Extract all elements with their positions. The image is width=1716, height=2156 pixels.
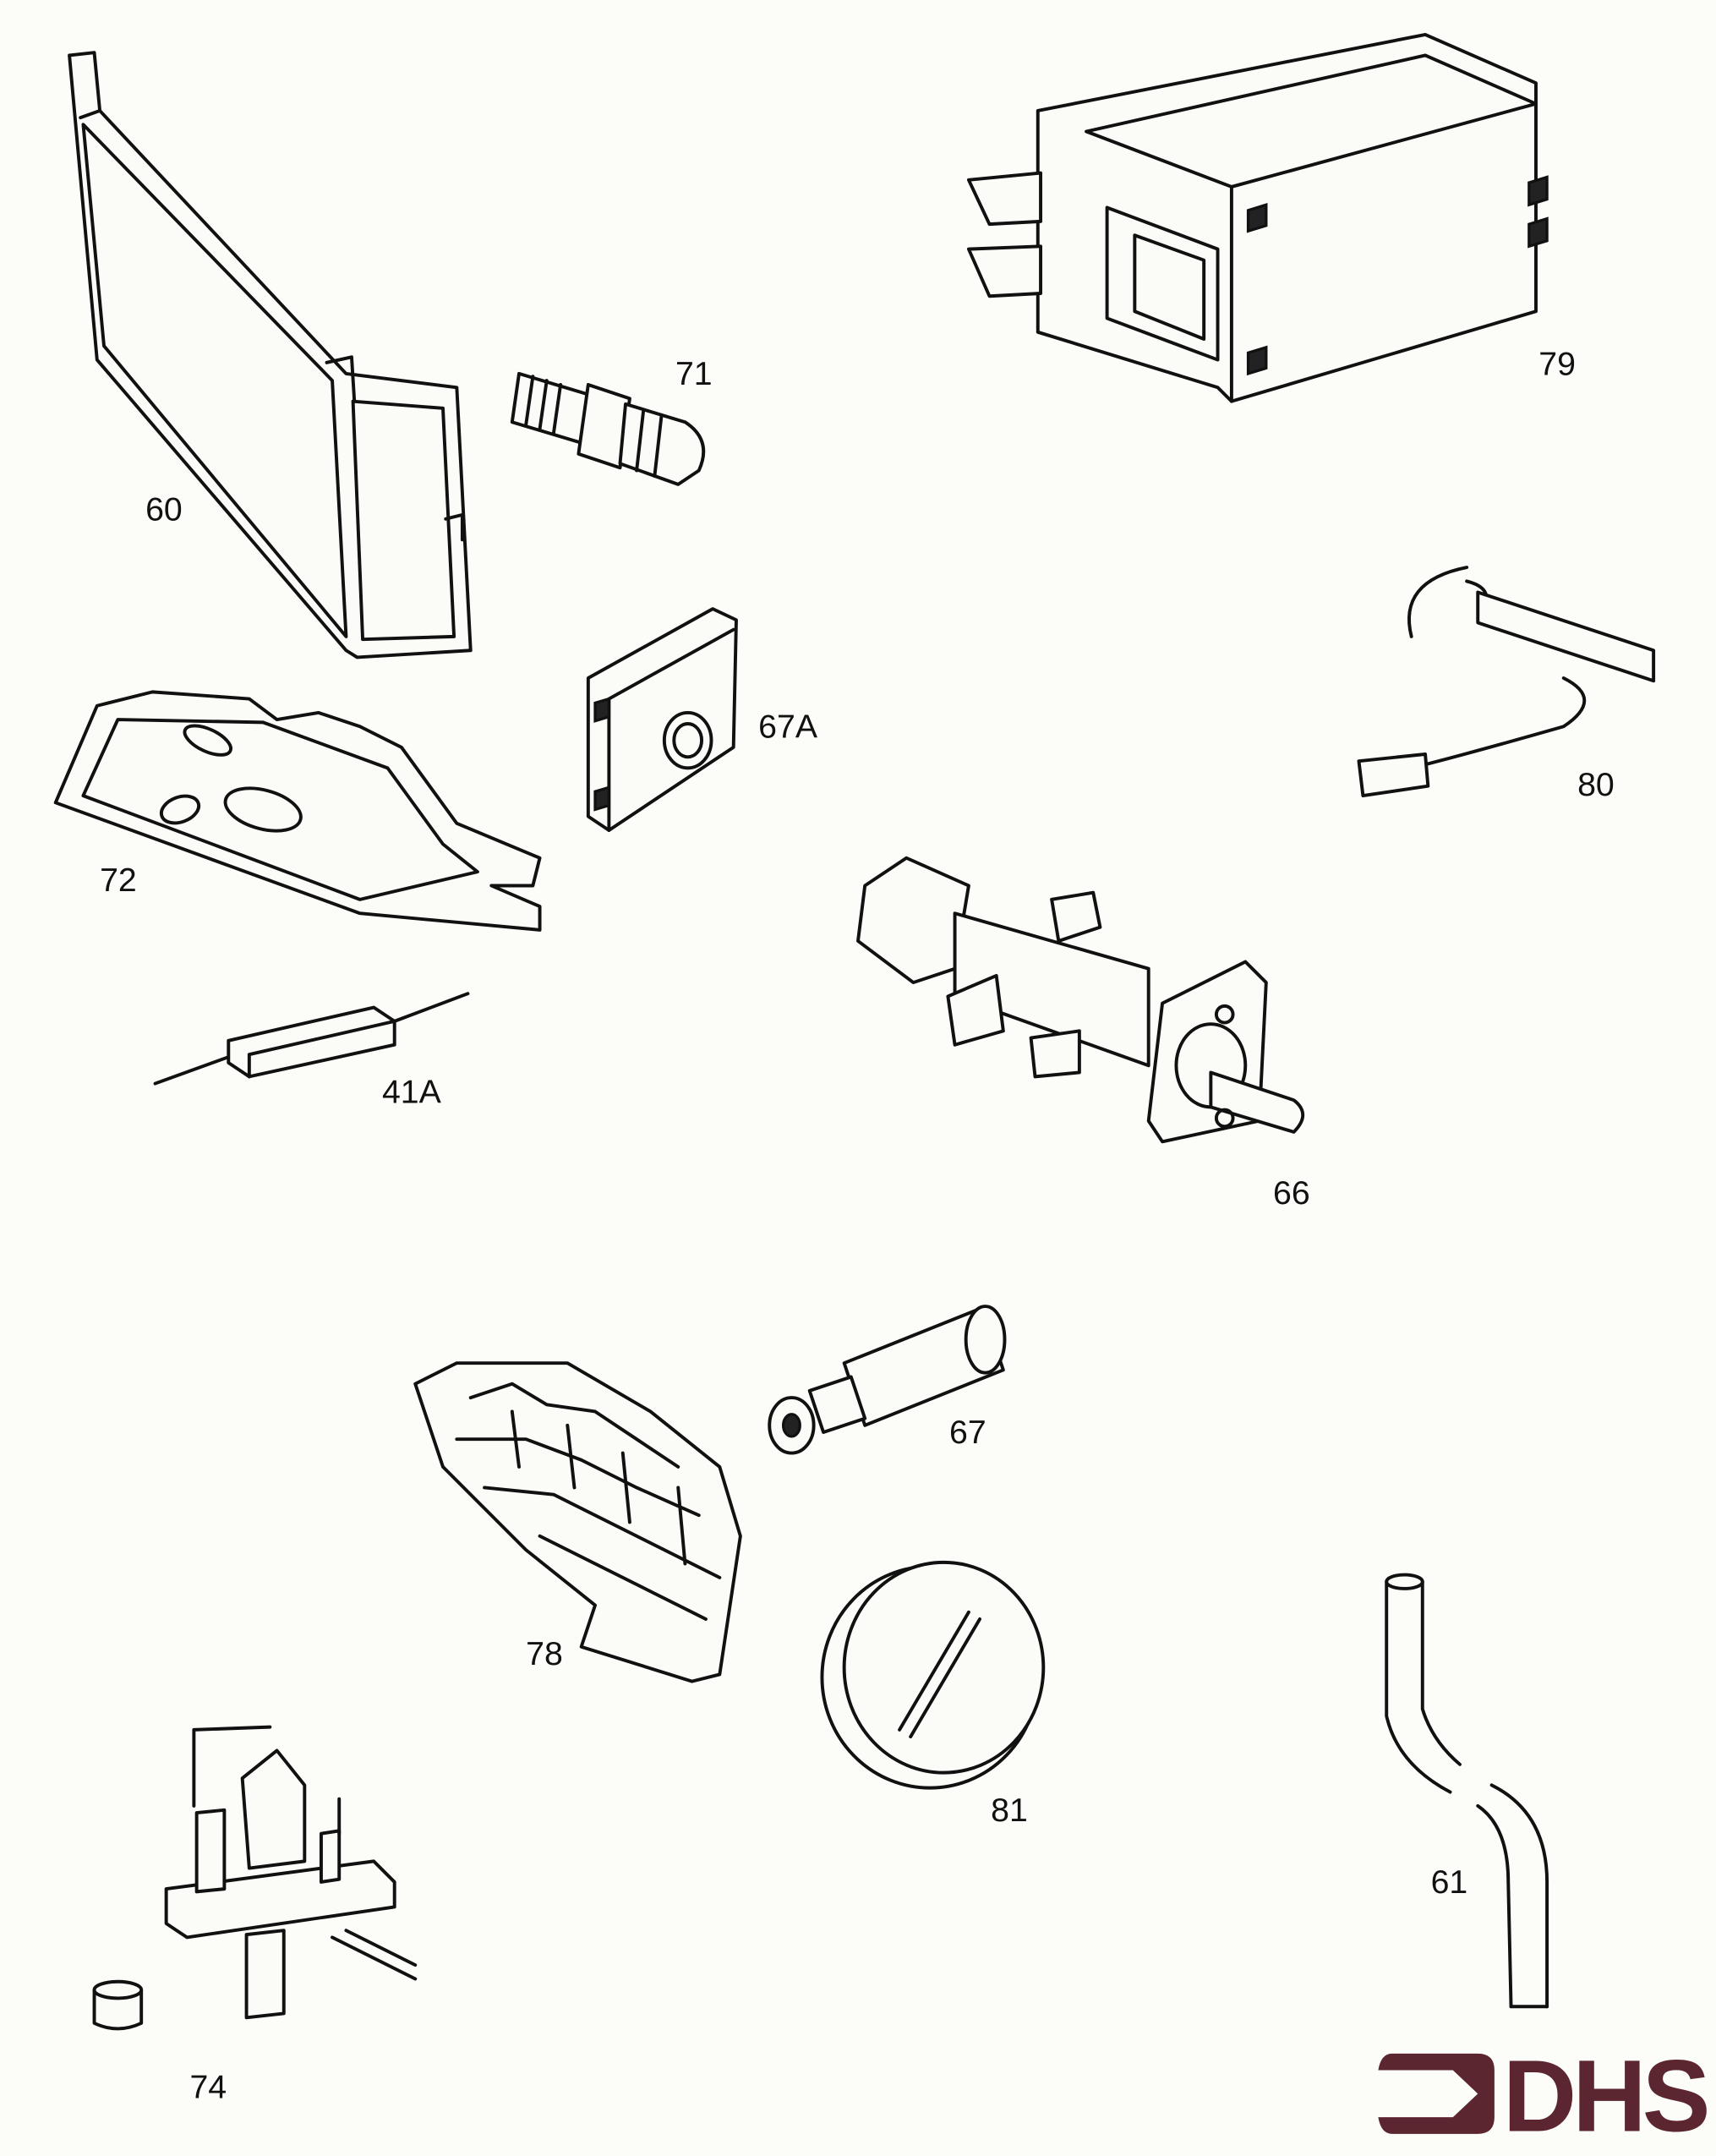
part-71-fitting: 71 (510, 355, 713, 486)
label-80: 80 (1577, 766, 1615, 803)
logo-text: DHS (1503, 2038, 1708, 2153)
label-60: 60 (145, 490, 183, 528)
part-78-fuel-bed: 78 (413, 1361, 742, 1683)
label-66: 66 (1273, 1174, 1310, 1212)
part-80-lead: 80 (1357, 566, 1656, 803)
label-78: 78 (526, 1635, 563, 1672)
part-72-gasket: 72 (53, 690, 542, 932)
label-41A: 41A (382, 1073, 442, 1110)
label-71: 71 (675, 355, 713, 392)
label-72: 72 (100, 862, 137, 899)
part-67-magnet: 67 (768, 1305, 1007, 1455)
part-41A-resistor: 41A (153, 992, 470, 1110)
part-67A-plate: 67A (586, 607, 818, 832)
label-67: 67 (949, 1414, 986, 1451)
part-74-pilot: 74 (92, 1725, 418, 2105)
part-66-valve: 66 (856, 856, 1310, 1212)
part-81-knob: 81 (820, 1560, 1046, 1829)
label-61: 61 (1431, 1863, 1468, 1901)
part-61-pipe: 61 (1385, 1573, 1549, 2009)
label-74: 74 (189, 2068, 227, 2105)
dhs-logo: DHS (1378, 2038, 1712, 2153)
label-79: 79 (1538, 346, 1576, 383)
part-79-box: 79 (966, 32, 1576, 403)
label-81: 81 (991, 1792, 1028, 1829)
part-60-frame: 60 (68, 51, 473, 659)
label-67A: 67A (758, 708, 818, 745)
